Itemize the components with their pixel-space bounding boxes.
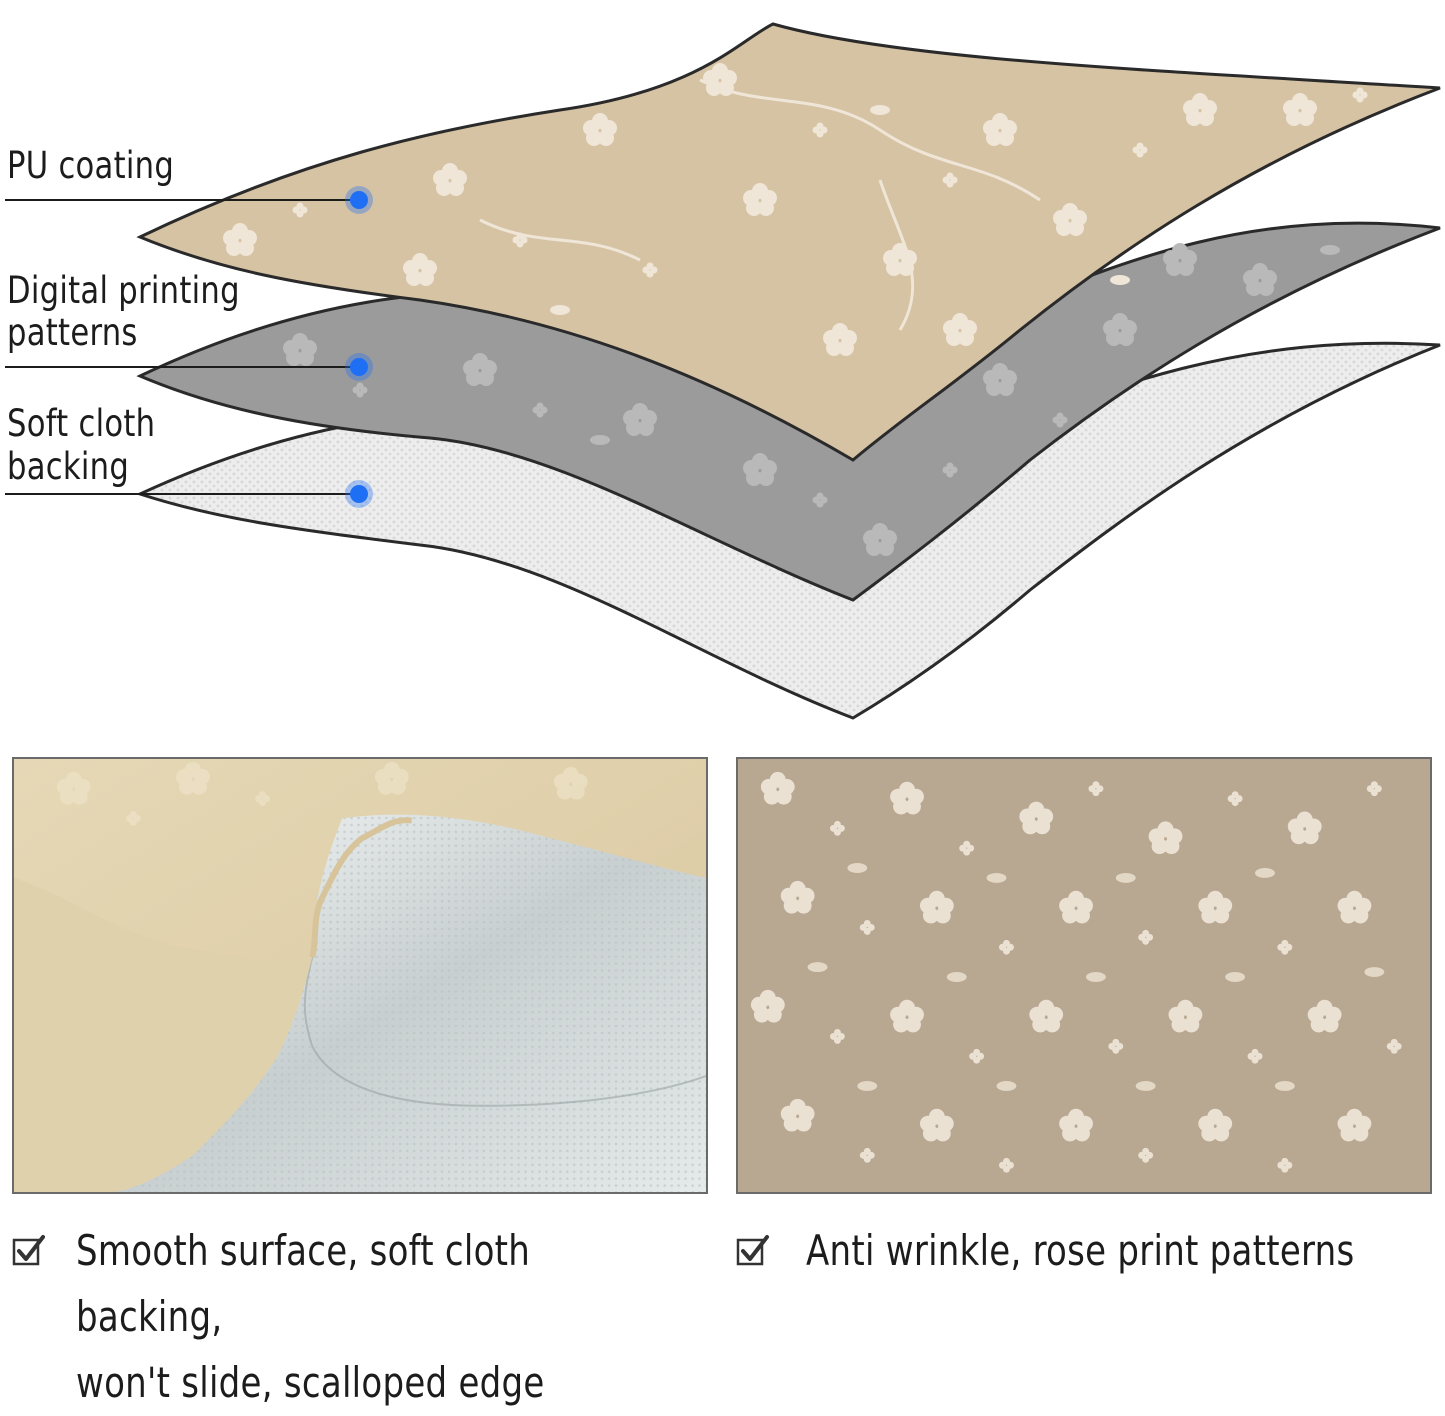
photo-rose-print bbox=[736, 757, 1432, 1194]
checkbox-checked-icon bbox=[12, 1235, 45, 1266]
checkbox-checked-icon bbox=[736, 1235, 769, 1266]
label-digital-printing-line2: patterns bbox=[7, 311, 138, 354]
label-soft-cloth-line1: Soft cloth bbox=[7, 402, 156, 445]
blue-dot-icon bbox=[350, 191, 368, 209]
feature-2-line1: Anti wrinkle, rose print patterns bbox=[806, 1226, 1355, 1275]
feature-item-1: Smooth surface, soft cloth backing, won'… bbox=[12, 1218, 702, 1416]
feature-item-2: Anti wrinkle, rose print patterns bbox=[736, 1218, 1426, 1284]
callout-lines bbox=[5, 199, 358, 495]
pu-coating-vines bbox=[479, 78, 1041, 331]
label-digital-printing-line1: Digital printing bbox=[7, 269, 240, 312]
layers-diagram bbox=[5, 22, 1441, 720]
blue-dot-icon bbox=[350, 485, 368, 503]
pu-coating-layer bbox=[136, 22, 1441, 462]
photo-scalloped-edge bbox=[12, 757, 708, 1194]
blue-dot-icon bbox=[350, 358, 368, 376]
label-pu-coating: PU coating bbox=[7, 144, 175, 187]
feature-1-line1: Smooth surface, soft cloth backing, bbox=[76, 1226, 531, 1341]
label-soft-cloth-line2: backing bbox=[7, 445, 130, 488]
feature-1-line2: won't slide, scalloped edge bbox=[76, 1358, 545, 1407]
